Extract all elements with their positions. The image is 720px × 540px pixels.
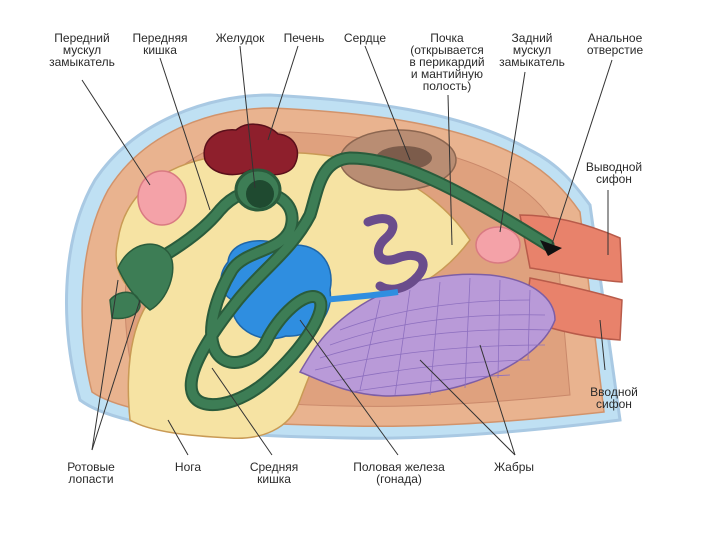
label-kidney: Почка (открывается в перикардий и мантий… — [409, 31, 485, 93]
label-anterior-muscle: Передний мускул замыкатель — [49, 31, 115, 69]
anterior-adductor-muscle — [137, 170, 187, 226]
label-oral-lobes: Ротовые лопасти — [67, 460, 115, 486]
label-exhalant-siphon: Выводной сифон — [585, 160, 643, 186]
label-heart: Сердце — [343, 31, 387, 45]
exhalant-siphon-shape — [519, 214, 623, 283]
label-foot: Нога — [174, 460, 202, 474]
gut-tube-inner — [160, 153, 553, 410]
label-gills: Жабры — [493, 460, 535, 474]
stomach-lumen — [246, 180, 274, 208]
leader-lines — [81, 45, 613, 456]
label-anus: Анальное отверстие — [586, 31, 644, 57]
oral-lobes-shape — [109, 243, 174, 320]
kidney-shape — [363, 214, 428, 294]
anus-tip — [540, 240, 562, 256]
label-midgut: Средняя кишка — [249, 460, 299, 486]
label-gonad: Половая железа (гонада) — [353, 460, 445, 486]
gill-filaments — [314, 277, 551, 396]
label-stomach: Желудок — [215, 31, 265, 45]
posterior-adductor-muscle — [475, 226, 521, 264]
label-posterior-muscle: Задний мускул замыкатель — [499, 31, 565, 69]
label-liver: Печень — [283, 31, 325, 45]
label-foregut: Передняя кишка — [132, 31, 188, 57]
label-inhalant-siphon: Вводной сифон — [590, 385, 638, 411]
gonad-duct — [321, 289, 399, 303]
